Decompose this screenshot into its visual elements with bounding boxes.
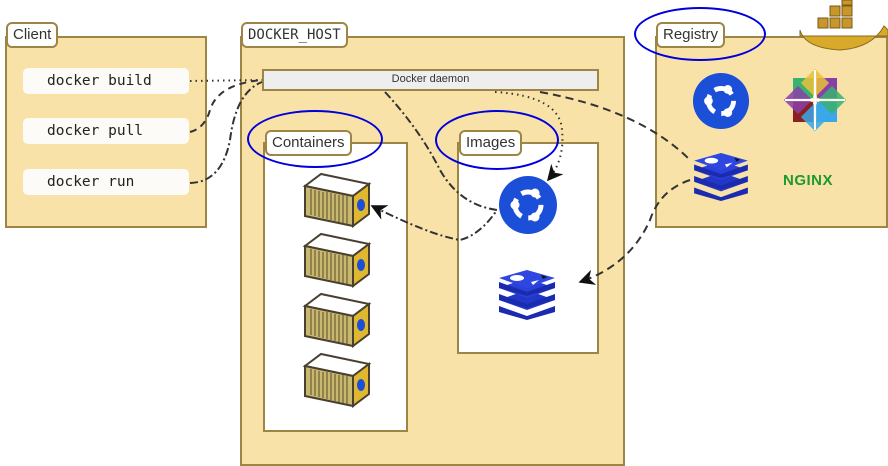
registry-panel [655,36,888,228]
docker-build-command[interactable]: docker build [23,68,189,94]
docker-host-title: DOCKER_HOST [241,22,348,48]
docker-pull-command[interactable]: docker pull [23,118,189,144]
nginx-logo: NGINX [783,172,834,189]
registry-highlight [634,7,766,61]
client-title: Client [6,22,59,48]
images-highlight [435,110,559,170]
docker-run-command[interactable]: docker run [23,169,189,195]
containers-panel [263,142,408,432]
docker-daemon-bar[interactable]: Docker daemon [262,69,599,91]
containers-highlight [247,110,383,168]
images-panel [457,142,599,354]
